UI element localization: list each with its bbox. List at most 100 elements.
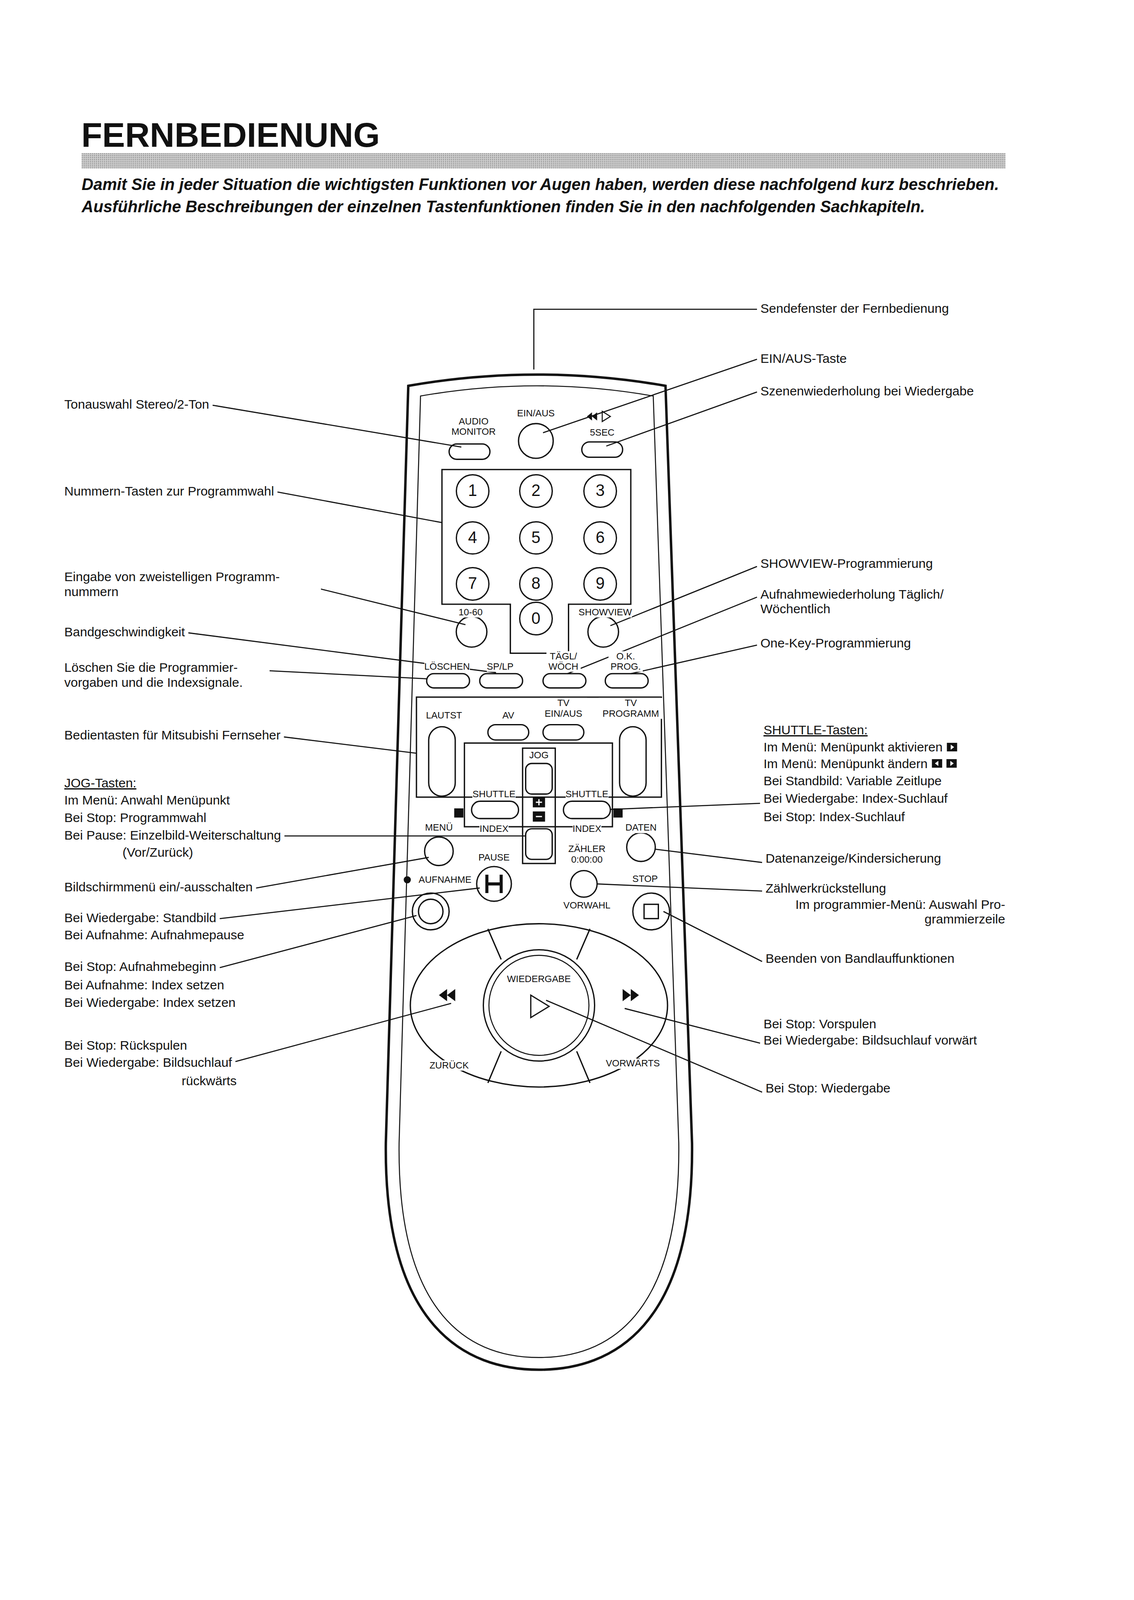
callout-text: Bei Stop: Wiedergabe <box>765 1080 891 1096</box>
callout-text: Im Menü: Menüpunkt aktivieren <box>763 739 943 755</box>
button-label: MENÜ <box>424 822 453 833</box>
callout-text: One-Key-Programmierung <box>760 635 912 651</box>
minus-symbol <box>535 816 542 818</box>
callout-text: Bei Aufnahme: Index setzen <box>64 977 225 993</box>
5sec-button <box>581 442 623 458</box>
button-label: TV PROGRAMM <box>598 697 663 719</box>
leader-line <box>610 803 760 810</box>
remote-body <box>385 374 693 1370</box>
callout-text: Tonauswahl Stereo/2-Ton <box>64 397 210 413</box>
key-text: 9 <box>595 574 605 593</box>
shuttle-icon-arrow <box>935 760 939 766</box>
button-label: EIN/AUS <box>516 408 555 419</box>
key-text: 5 <box>531 528 541 547</box>
callout-text: Aufnahmewiederholung Täglich/ Wöchentlic… <box>760 587 975 617</box>
button-label: VORWAHL <box>563 900 611 911</box>
play-symbol <box>602 411 611 422</box>
button-label: ZURÜCK <box>429 1060 470 1071</box>
leader-line <box>219 915 417 968</box>
plus-symbol <box>535 799 542 806</box>
pause-button <box>476 866 512 902</box>
callout-text: Löschen Sie die Programmier- vorgaben un… <box>64 660 270 690</box>
number-key: 4 <box>455 521 490 556</box>
leader-line <box>630 644 757 674</box>
callout-text: (Vor/Zurück) <box>122 845 193 861</box>
callout-text: Datenanzeige/Kindersicherung <box>765 851 942 867</box>
forward-symbol <box>630 988 639 1002</box>
number-key: 8 <box>519 567 553 601</box>
callout-text: Im Menü: Menüpunkt ändern <box>763 756 928 772</box>
av-button <box>487 724 529 740</box>
number-key: 2 <box>519 474 553 508</box>
jog-column <box>522 748 556 864</box>
counter-button <box>570 870 597 898</box>
rewind-symbol <box>591 412 597 421</box>
rewind-symbol <box>447 988 456 1002</box>
leader-line <box>212 405 462 448</box>
callout-text: Bei Stop: Programmwahl <box>64 810 207 826</box>
button-label: INDEX <box>479 823 509 835</box>
rewind-symbol <box>439 988 448 1002</box>
10-60-button <box>456 616 487 648</box>
key-text: 6 <box>595 528 605 547</box>
button-label: LÖSCHEN <box>424 661 470 672</box>
leader-line <box>235 1003 452 1062</box>
volume-button <box>428 726 456 796</box>
leader-line <box>533 309 757 370</box>
button-label: AUDIO MONITOR <box>448 416 500 437</box>
button-label: VORWÄRTS <box>605 1058 660 1069</box>
number-pad-panel <box>442 469 631 654</box>
shuttle-icon <box>946 759 957 768</box>
plus-symbol <box>532 797 546 808</box>
callout-text: Eingabe von zweistelligen Programm- numm… <box>64 569 321 600</box>
number-key: 9 <box>583 567 618 601</box>
play-key: WIEDERGABE <box>482 949 595 1062</box>
callout-text: Bildschirmmenü ein/-ausschalten <box>64 879 253 895</box>
callout-text: rückwärts <box>181 1073 237 1089</box>
callout-text: Bei Aufnahme: Aufnahmepause <box>64 927 244 943</box>
callout-text: Bei Stop: Index-Suchlauf <box>763 809 905 825</box>
callout-text: Zählwerkrückstellung <box>765 881 887 897</box>
number-key: 3 <box>583 474 618 508</box>
callout-text: Nummern-Tasten zur Programmwahl <box>64 483 274 499</box>
ok-prog-button <box>605 673 648 688</box>
power-button <box>518 423 554 459</box>
record-dot <box>403 876 411 884</box>
number-key: 6 <box>583 521 618 556</box>
callout-text: Im Menü: Anwahl Menüpunkt <box>64 792 230 808</box>
callout-text: Sendefenster der Fernbedienung <box>760 301 949 317</box>
delete-button <box>426 673 470 688</box>
leader-line <box>655 849 763 863</box>
button-label: STOP <box>632 873 659 885</box>
jog-panel <box>464 742 613 827</box>
leader-line <box>543 359 757 434</box>
button-label: SHUTTLE <box>472 789 516 800</box>
remote-inner-edge <box>399 385 680 1358</box>
leader-line <box>255 857 429 889</box>
splp-button <box>479 673 523 688</box>
shuttle-left-symbol <box>454 808 464 818</box>
callout-text: Bandgeschwindigkeit <box>64 624 185 640</box>
button-label: PAUSE <box>478 852 510 863</box>
shuttle-left-button <box>471 801 519 819</box>
button-label: TÄGL/ WÖCH <box>546 650 581 672</box>
button-label: SHOWVIEW <box>578 607 633 618</box>
shuttle-icon <box>946 742 958 752</box>
stop-symbol <box>644 904 659 919</box>
callout-text: Bei Wiedergabe: Bildsuchlauf vorwärt <box>763 1033 977 1048</box>
oval-divisions <box>487 929 591 1084</box>
callout-text: Bei Wiedergabe: Standbild <box>64 910 217 926</box>
callout-text: SHUTTLE-Tasten: <box>763 722 868 738</box>
number-key: 1 <box>455 474 490 508</box>
menu-button <box>424 837 454 866</box>
leader-line <box>219 887 481 919</box>
leader-line <box>546 1000 763 1093</box>
intro-text: Damit Sie in jeder Situation die wichtig… <box>81 173 1037 218</box>
leader-line <box>606 391 757 446</box>
forward-symbol <box>622 988 631 1002</box>
record-button-inner <box>418 899 443 924</box>
callout-text: Bei Stop: Rückspulen <box>64 1038 188 1054</box>
callout-text: Bei Wiedergabe: Index setzen <box>64 995 236 1011</box>
number-key: 5 <box>519 521 553 556</box>
number-key: 0 <box>519 601 553 636</box>
